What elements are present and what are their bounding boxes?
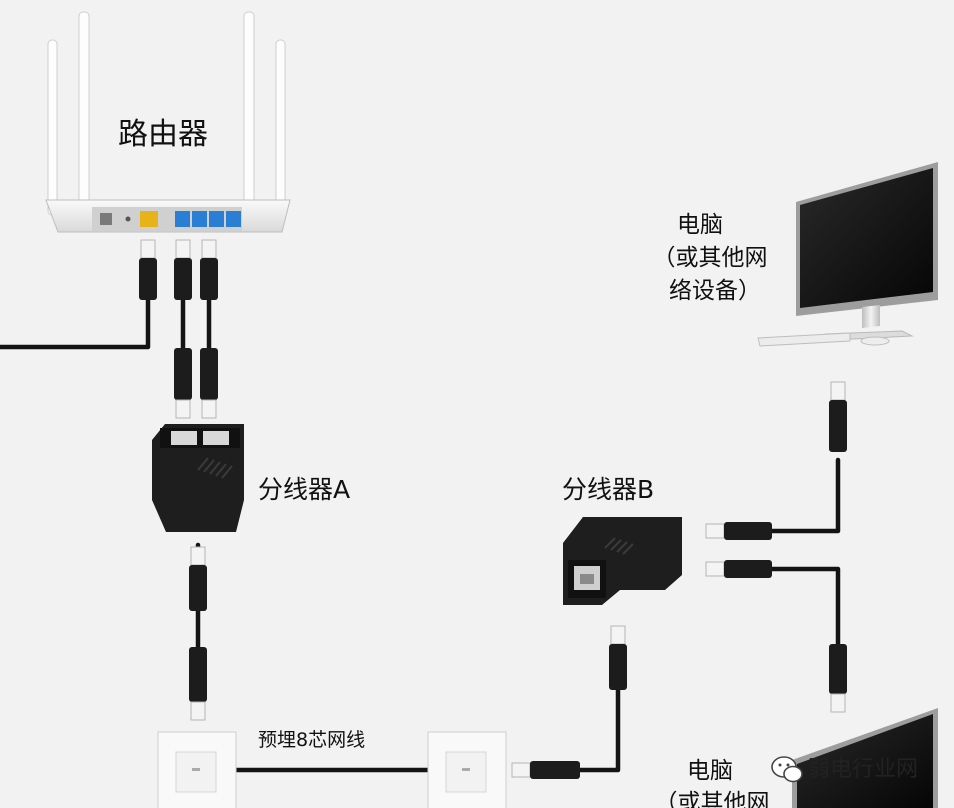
- splitter-b-to-pc-top-cable: [739, 457, 841, 534]
- lan-port-icon: [192, 211, 207, 227]
- rj45-plug-icon: [705, 522, 772, 540]
- wechat-icon: [771, 756, 803, 783]
- rj45-plugs: [139, 239, 847, 779]
- splitter-a-label: 分线器A: [258, 475, 350, 504]
- rj45-plug-icon: [829, 644, 847, 713]
- rj45-plug-icon: [200, 239, 218, 300]
- wall-jack-right: [427, 731, 507, 808]
- lan-port-icon: [209, 211, 224, 227]
- pc-bottom: [792, 708, 938, 808]
- pc-bottom-label-line2: （或其他网: [655, 790, 770, 808]
- rj45-plug-icon: [200, 348, 218, 419]
- rj45-port-icon: [171, 431, 197, 445]
- rj45-plug-icon: [189, 546, 207, 611]
- pc-top-label-line3: 络设备）: [669, 278, 761, 304]
- rj45-plug-icon: [174, 348, 192, 419]
- splitter-b-to-pc-bottom-cable: [739, 566, 841, 703]
- pc-top-label-line2: （或其他网: [653, 245, 768, 271]
- lan-port-icon: [175, 211, 190, 227]
- power-port-icon: [100, 213, 112, 225]
- rj45-plug-icon: [174, 239, 192, 300]
- reset-button-icon: [125, 216, 131, 222]
- rj45-plug-icon: [829, 381, 847, 452]
- pc-top-label-line1: 电脑: [677, 212, 723, 238]
- router: [45, 11, 291, 233]
- rj45-port-icon: [203, 431, 229, 445]
- wan-cable: [0, 297, 151, 350]
- rj45-plug-icon: [511, 761, 580, 779]
- rj45-plug-icon: [609, 625, 627, 690]
- jack-to-splitter-b-cable: [545, 637, 621, 773]
- watermark: 弱电行业网: [771, 756, 918, 783]
- splitter-b-label: 分线器B: [562, 475, 654, 504]
- rj45-plug-icon: [139, 239, 157, 300]
- wan-port-icon: [140, 211, 158, 227]
- rj45-plug-icon: [705, 560, 772, 578]
- cable-label: 预埋8芯网线: [258, 729, 365, 751]
- wall-jack-left: [157, 731, 237, 808]
- splitter-a: [152, 424, 244, 532]
- splitter-b: [563, 517, 682, 605]
- lan-port-icon: [226, 211, 241, 227]
- pc-bottom-label-line1: 电脑: [687, 758, 733, 784]
- mouse-icon: [860, 336, 890, 346]
- pc-top: [757, 162, 938, 347]
- rj45-plug-icon: [189, 647, 207, 721]
- router-label: 路由器: [118, 117, 208, 152]
- watermark-text: 弱电行业网: [808, 757, 918, 782]
- keyboard-icon: [757, 332, 851, 347]
